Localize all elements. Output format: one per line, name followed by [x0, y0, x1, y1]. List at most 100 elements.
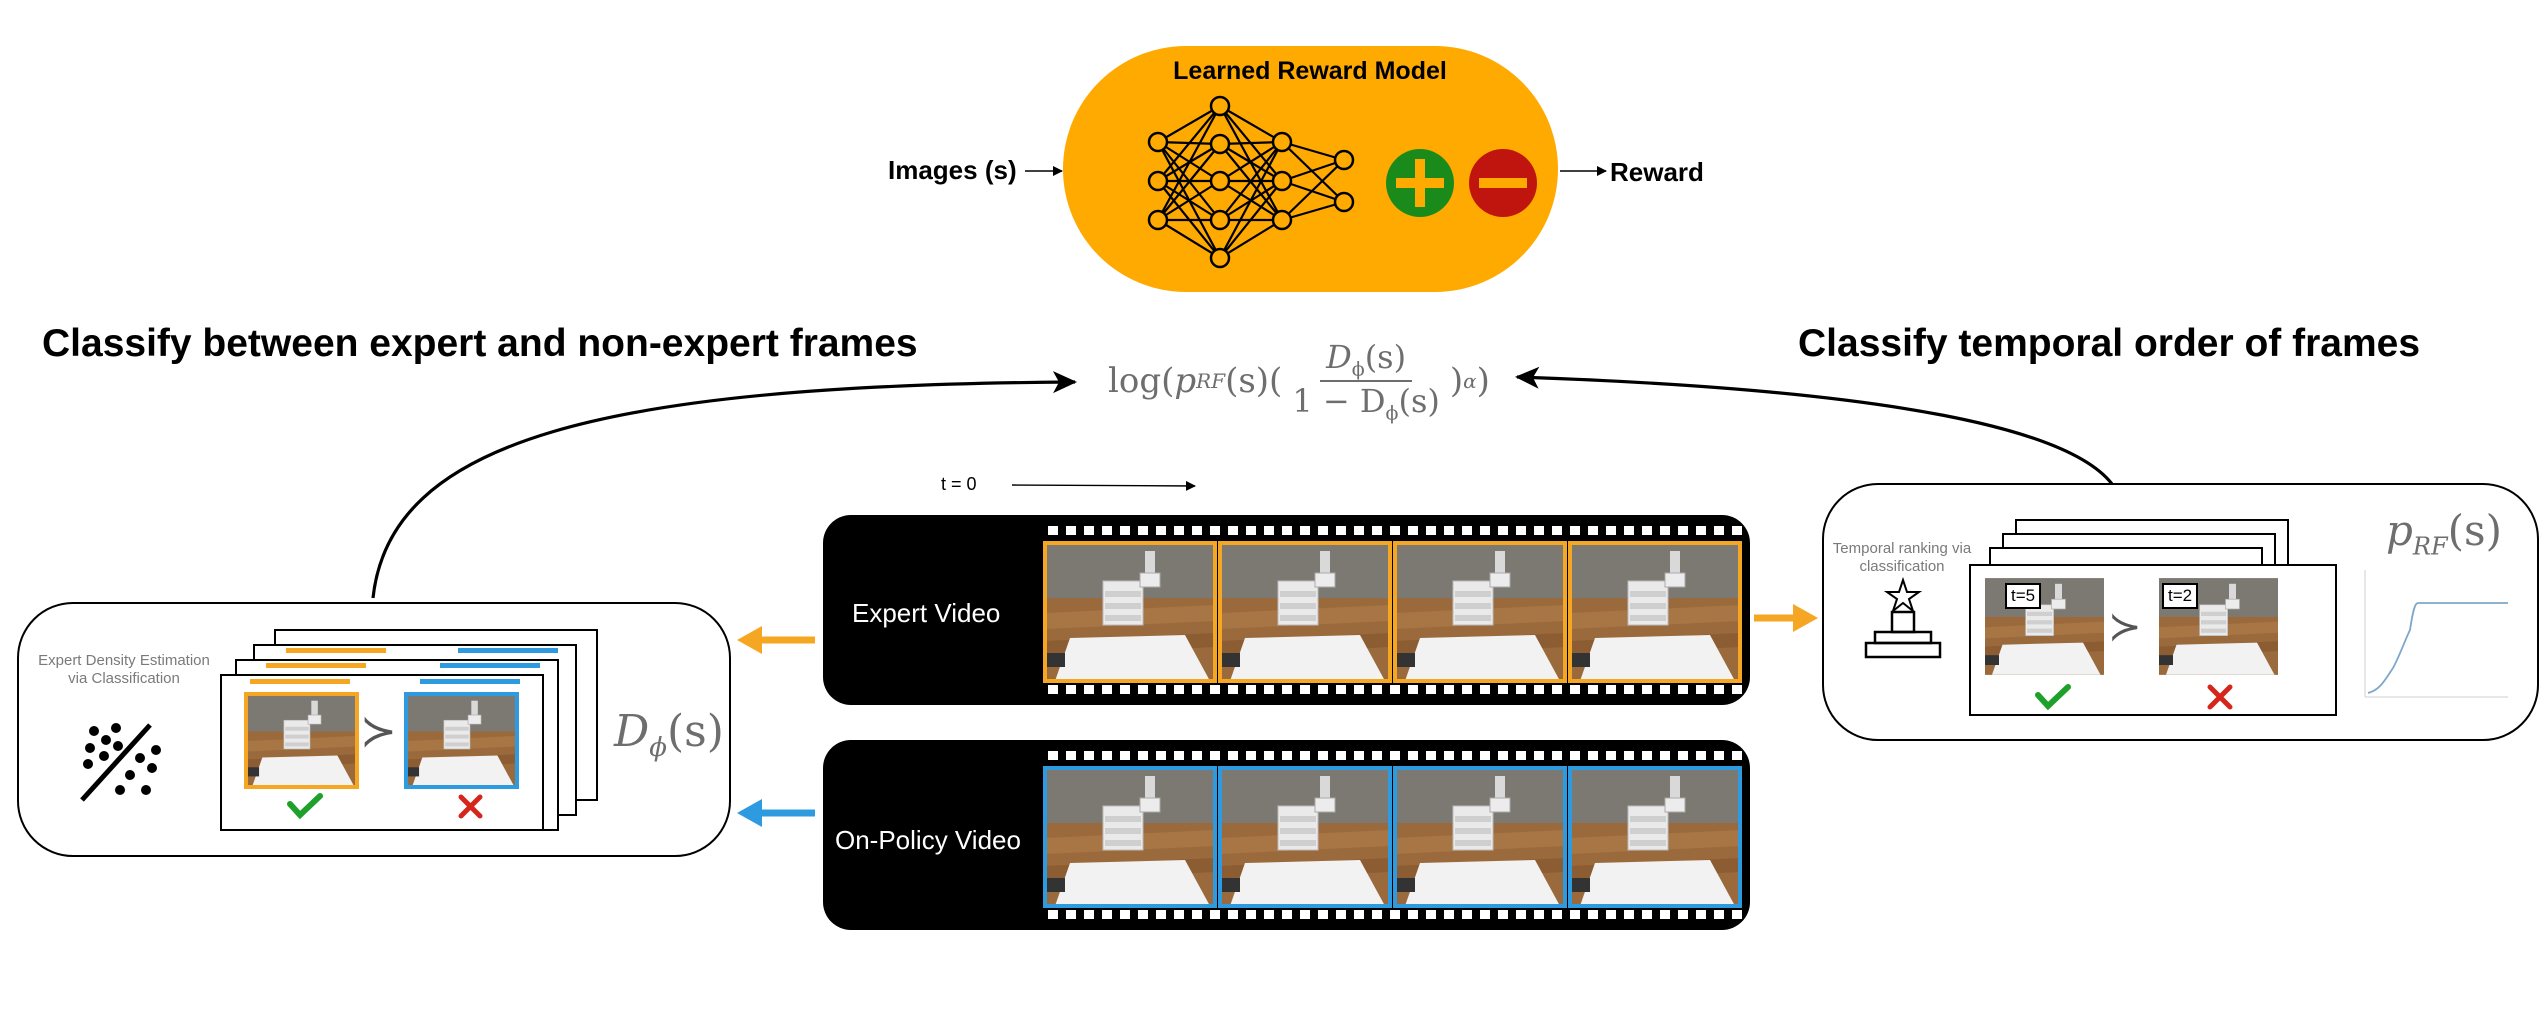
film-perforation — [1480, 751, 1490, 760]
film-perforation — [1534, 526, 1544, 535]
film-perforation — [1696, 526, 1706, 535]
film-perforation — [1462, 910, 1472, 919]
formula-num: D — [1326, 337, 1352, 376]
film-perforation — [1444, 910, 1454, 919]
expert-left-arrow — [737, 626, 815, 654]
film-perforation — [1138, 751, 1148, 760]
film-perforation — [1390, 685, 1400, 694]
left-panel-caption: Expert Density Estimation via Classifica… — [38, 652, 210, 687]
left-panel-math: Dϕ(s) — [614, 706, 724, 763]
film-perforation — [1624, 910, 1634, 919]
film-perforation — [1534, 751, 1544, 760]
film-perforation — [1264, 685, 1274, 694]
right-tag-a: t=5 — [2005, 583, 2042, 609]
film-perforation — [1642, 751, 1652, 760]
on-policy-frame — [1568, 766, 1742, 908]
on-policy-frame — [1218, 766, 1392, 908]
film-perforation — [1678, 526, 1688, 535]
film-perforation — [1318, 685, 1328, 694]
film-perforation — [1282, 685, 1292, 694]
film-perforation — [1174, 751, 1184, 760]
film-perforation — [1408, 910, 1418, 919]
film-perforation — [1336, 685, 1346, 694]
formula-s-open: (s)( — [1225, 361, 1283, 401]
film-perforation — [1390, 751, 1400, 760]
film-perforation — [1120, 526, 1130, 535]
film-perforation — [1678, 910, 1688, 919]
right-check-icon — [2035, 684, 2071, 711]
formula-num-s: (s) — [1364, 337, 1407, 376]
nn-node — [1271, 170, 1293, 192]
expert-video-label: Expert Video — [852, 598, 1001, 628]
film-perforation — [1480, 910, 1490, 919]
film-perforation — [1570, 751, 1580, 760]
expert-frame — [1568, 541, 1742, 683]
film-perforation — [1264, 910, 1274, 919]
right-succ-symbol: ≻ — [2108, 605, 2142, 649]
film-perforation — [1696, 910, 1706, 919]
film-perforation — [1444, 685, 1454, 694]
film-perforation — [1048, 526, 1058, 535]
nn-node — [1333, 191, 1355, 213]
film-perforation — [1210, 751, 1220, 760]
film-perforation — [1264, 751, 1274, 760]
film-perforation — [1084, 751, 1094, 760]
film-perforation — [1444, 751, 1454, 760]
film-perforation — [1066, 910, 1076, 919]
nn-node — [1271, 209, 1293, 231]
right-math-tail: (s) — [2447, 506, 2502, 555]
film-perforation — [1048, 685, 1058, 694]
film-perforation — [1624, 685, 1634, 694]
film-perforation — [1660, 910, 1670, 919]
film-perforation — [1246, 685, 1256, 694]
right-panel-caption: Temporal ranking via classification — [1832, 540, 1972, 575]
film-perforation — [1066, 751, 1076, 760]
film-perforation — [1732, 910, 1742, 919]
film-perforation — [1516, 910, 1526, 919]
reward-output-label: Reward — [1610, 157, 1704, 187]
film-perforation — [1264, 526, 1274, 535]
film-perforation — [1390, 910, 1400, 919]
film-perforation — [1084, 526, 1094, 535]
images-input-label: Images (s) — [888, 155, 1017, 185]
film-perforation — [1660, 526, 1670, 535]
reward-model-title: Learned Reward Model — [1173, 57, 1447, 85]
right-heading: Classify temporal order of frames — [1798, 322, 2421, 365]
film-perforation — [1102, 685, 1112, 694]
film-perforation — [1516, 751, 1526, 760]
timeline-arrow — [1011, 480, 1196, 491]
film-perforation — [1048, 910, 1058, 919]
film-perforation — [1426, 685, 1436, 694]
film-perforation — [1372, 751, 1382, 760]
film-perforation — [1282, 751, 1292, 760]
film-perforation — [1300, 910, 1310, 919]
film-perforation — [1354, 685, 1364, 694]
film-perforation — [1534, 910, 1544, 919]
film-perforation — [1570, 685, 1580, 694]
left-heading: Classify between expert and non-expert f… — [42, 322, 918, 365]
film-perforation — [1210, 685, 1220, 694]
film-perforation — [1372, 526, 1382, 535]
formula-den-sub: ϕ — [1385, 402, 1399, 425]
film-perforation — [1426, 910, 1436, 919]
right-frame-a — [1985, 578, 2104, 675]
film-perforation — [1462, 685, 1472, 694]
objective-formula: log( p RF (s)( Dϕ(s) 1 − Dϕ(s) ) α ) — [1108, 336, 1490, 426]
film-perforation — [1102, 910, 1112, 919]
on-policy-video-label: On-Policy Video — [835, 825, 1021, 855]
film-perforation — [1102, 526, 1112, 535]
film-perforation — [1480, 685, 1490, 694]
expert-frame — [1218, 541, 1392, 683]
plus-icon — [1386, 149, 1454, 217]
left-math-main: D — [614, 706, 650, 757]
film-perforation — [1606, 685, 1616, 694]
film-perforation — [1192, 685, 1202, 694]
film-perforation — [1444, 526, 1454, 535]
formula-fraction: Dϕ(s) 1 − Dϕ(s) — [1286, 338, 1446, 425]
film-perforation — [1210, 526, 1220, 535]
right-math-sub: RF — [2412, 532, 2448, 561]
on-policy-frame — [1043, 766, 1217, 908]
formula-alpha: α — [1463, 369, 1477, 393]
film-perforation — [1354, 910, 1364, 919]
film-perforation — [1120, 910, 1130, 919]
